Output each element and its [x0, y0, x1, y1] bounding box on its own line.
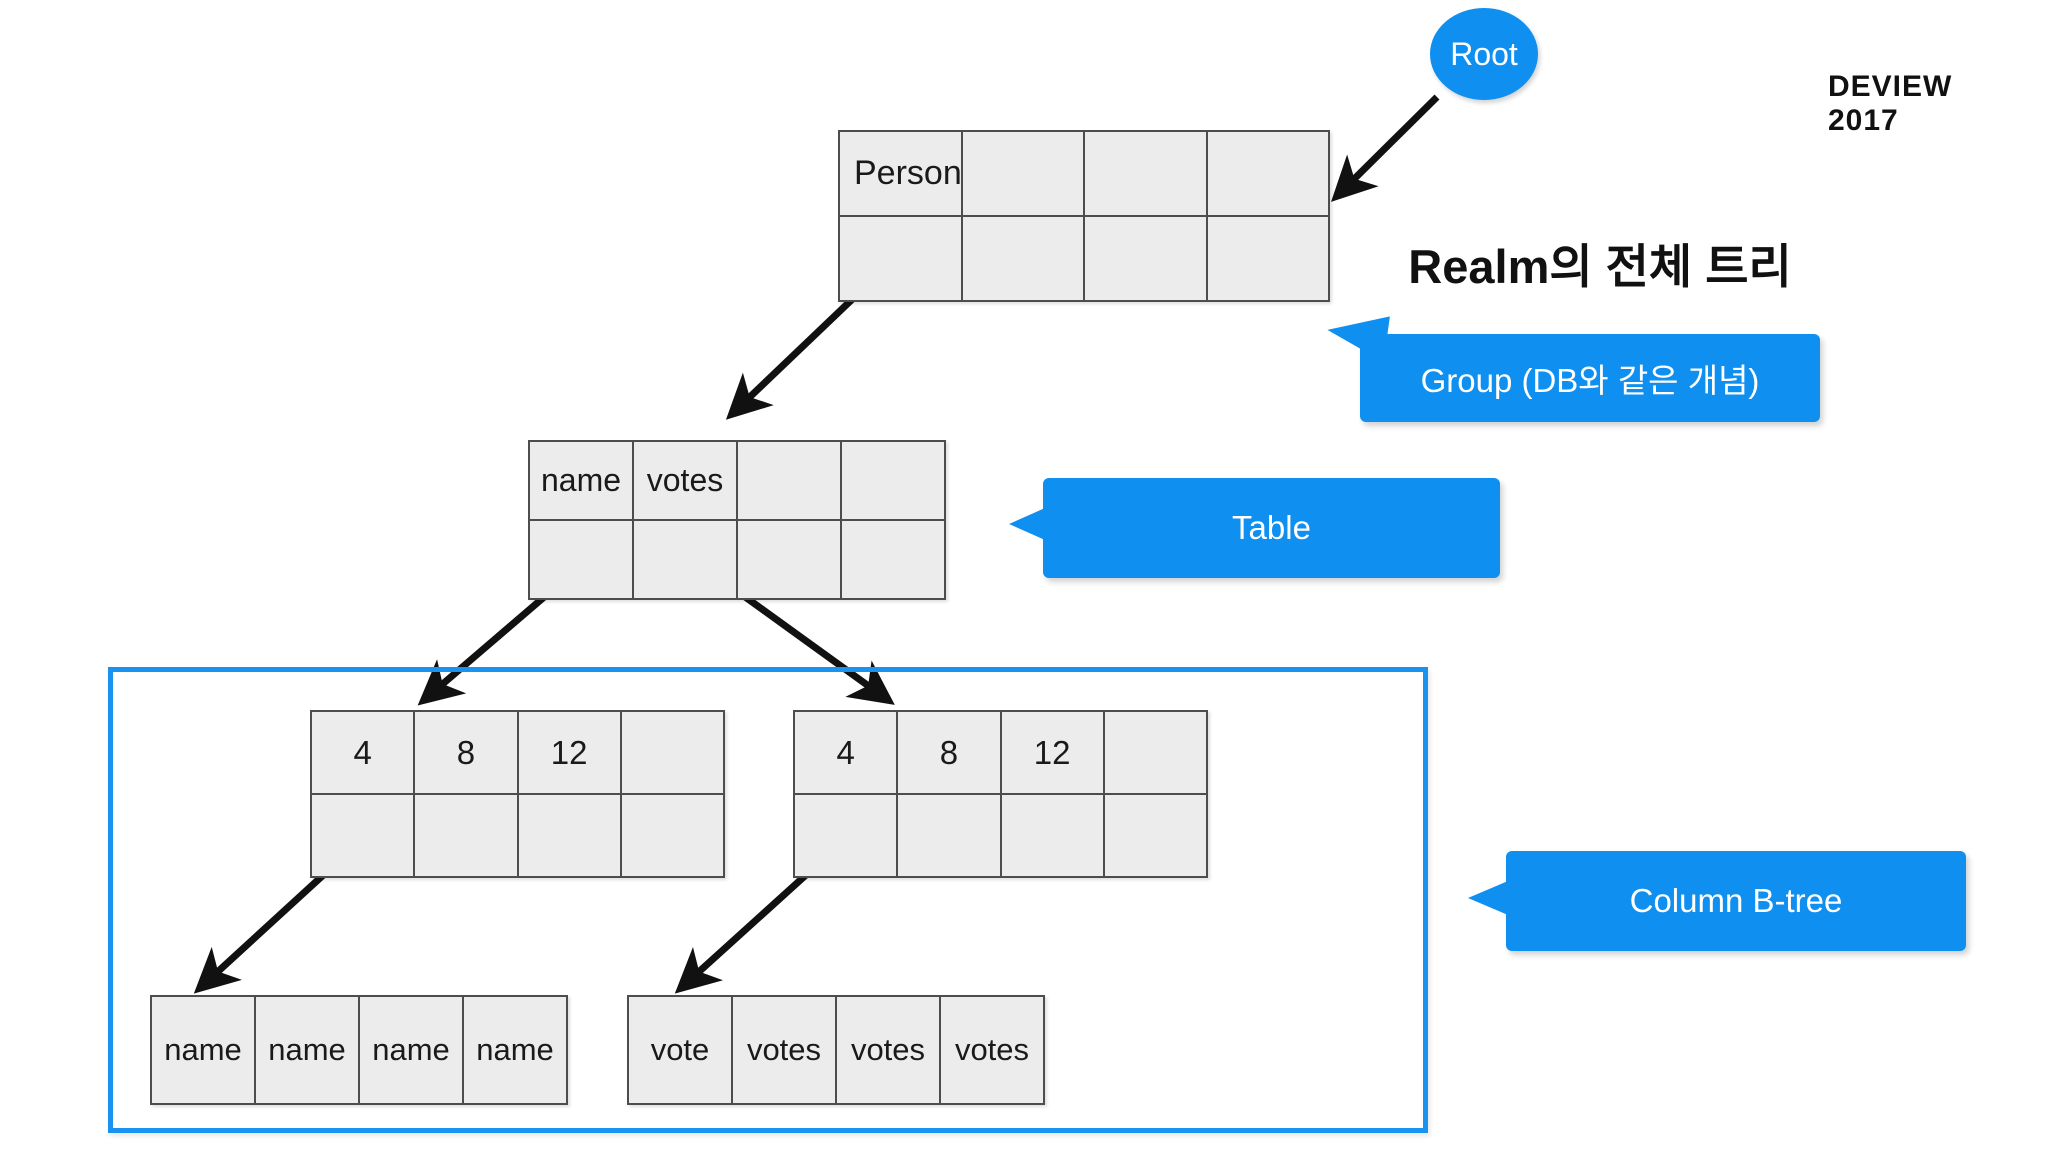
table-node-row: name votes — [530, 442, 944, 519]
group-node[interactable]: Person — [838, 130, 1330, 302]
leaf-left-node[interactable]: name name name name — [150, 995, 568, 1105]
btree-left-cell: 12 — [516, 712, 620, 793]
page-title: Realm의 전체 트리 — [1408, 240, 1792, 293]
leaf-right-row: vote votes votes votes — [629, 997, 1043, 1103]
table-cell: name — [540, 462, 622, 498]
callout-btree-label: Column B-tree — [1629, 882, 1843, 919]
table-cell — [736, 442, 840, 519]
table-cell — [840, 521, 944, 598]
leaf-right-cell: votes — [835, 997, 939, 1103]
table-cell: votes — [632, 442, 736, 519]
table-cell — [840, 442, 944, 519]
group-cell — [1205, 132, 1329, 215]
btree-left-cell: 8 — [413, 712, 516, 793]
table-node-row — [530, 519, 944, 598]
deview-logo-line1: DEVIEW — [1828, 70, 1953, 103]
btree-right-node[interactable]: 4 8 12 — [793, 710, 1208, 878]
leaf-right-cell: votes — [731, 997, 835, 1103]
root-node[interactable]: Root — [1430, 8, 1538, 100]
group-cell — [960, 217, 1084, 300]
table-node[interactable]: name votes — [528, 440, 946, 600]
btree-left-cell — [516, 795, 620, 876]
leaf-left-cell: name — [164, 1032, 242, 1067]
btree-left-cell: 4 — [353, 733, 372, 771]
group-cell — [960, 132, 1084, 215]
group-node-row: Person — [840, 132, 1328, 215]
leaf-left-row: name name name name — [152, 997, 566, 1103]
table-cell — [530, 521, 632, 598]
leaf-right-cell: votes — [939, 997, 1043, 1103]
btree-left-cell — [619, 795, 723, 876]
btree-left-cell — [312, 795, 413, 876]
btree-left-node[interactable]: 4 8 12 — [310, 710, 725, 878]
btree-right-row: 4 8 12 — [795, 712, 1206, 793]
btree-left-row: 4 8 12 — [312, 712, 723, 793]
root-node-label: Root — [1450, 35, 1518, 72]
table-cell — [632, 521, 736, 598]
table-cell — [736, 521, 840, 598]
group-node-row — [840, 215, 1328, 300]
btree-right-cell: 8 — [896, 712, 999, 793]
btree-right-cell — [1102, 712, 1206, 793]
group-cell — [1083, 217, 1206, 300]
btree-right-cell — [795, 795, 896, 876]
btree-left-cell — [413, 795, 516, 876]
btree-right-cell — [896, 795, 999, 876]
callout-column-btree: Column B-tree — [1468, 851, 1966, 951]
btree-left-row — [312, 793, 723, 876]
leaf-right-node[interactable]: vote votes votes votes — [627, 995, 1045, 1105]
group-cell — [1083, 132, 1206, 215]
callout-table-label: Table — [1232, 509, 1311, 546]
btree-right-cell — [999, 795, 1103, 876]
leaf-left-cell: name — [254, 997, 358, 1103]
deview-logo-line2: 2017 — [1828, 103, 1899, 137]
group-cell — [840, 217, 961, 300]
arrow-root-to-group — [1331, 94, 1440, 202]
btree-left-cell — [619, 712, 723, 793]
callout-tail-icon — [1468, 881, 1508, 915]
deview-logo: DEVIEW 2017 — [1828, 70, 1952, 137]
leaf-left-cell: name — [462, 997, 566, 1103]
group-cell — [1205, 217, 1329, 300]
callout-tail-icon — [1324, 308, 1390, 362]
callout-group-label: Group (DB와 같은 개념) — [1420, 362, 1760, 399]
callout-table: Table — [1009, 478, 1500, 578]
btree-right-row — [795, 793, 1206, 876]
callout-tail-icon — [1009, 508, 1045, 540]
callout-group: Group (DB와 같은 개념) — [1324, 308, 1820, 422]
group-cell: Person — [854, 154, 961, 192]
btree-right-cell: 4 — [836, 733, 855, 771]
column-btree-highlight-frame — [108, 667, 1428, 1133]
btree-right-cell: 12 — [999, 712, 1103, 793]
leaf-right-cell: vote — [650, 1032, 710, 1067]
leaf-left-cell: name — [358, 997, 462, 1103]
btree-right-cell — [1102, 795, 1206, 876]
